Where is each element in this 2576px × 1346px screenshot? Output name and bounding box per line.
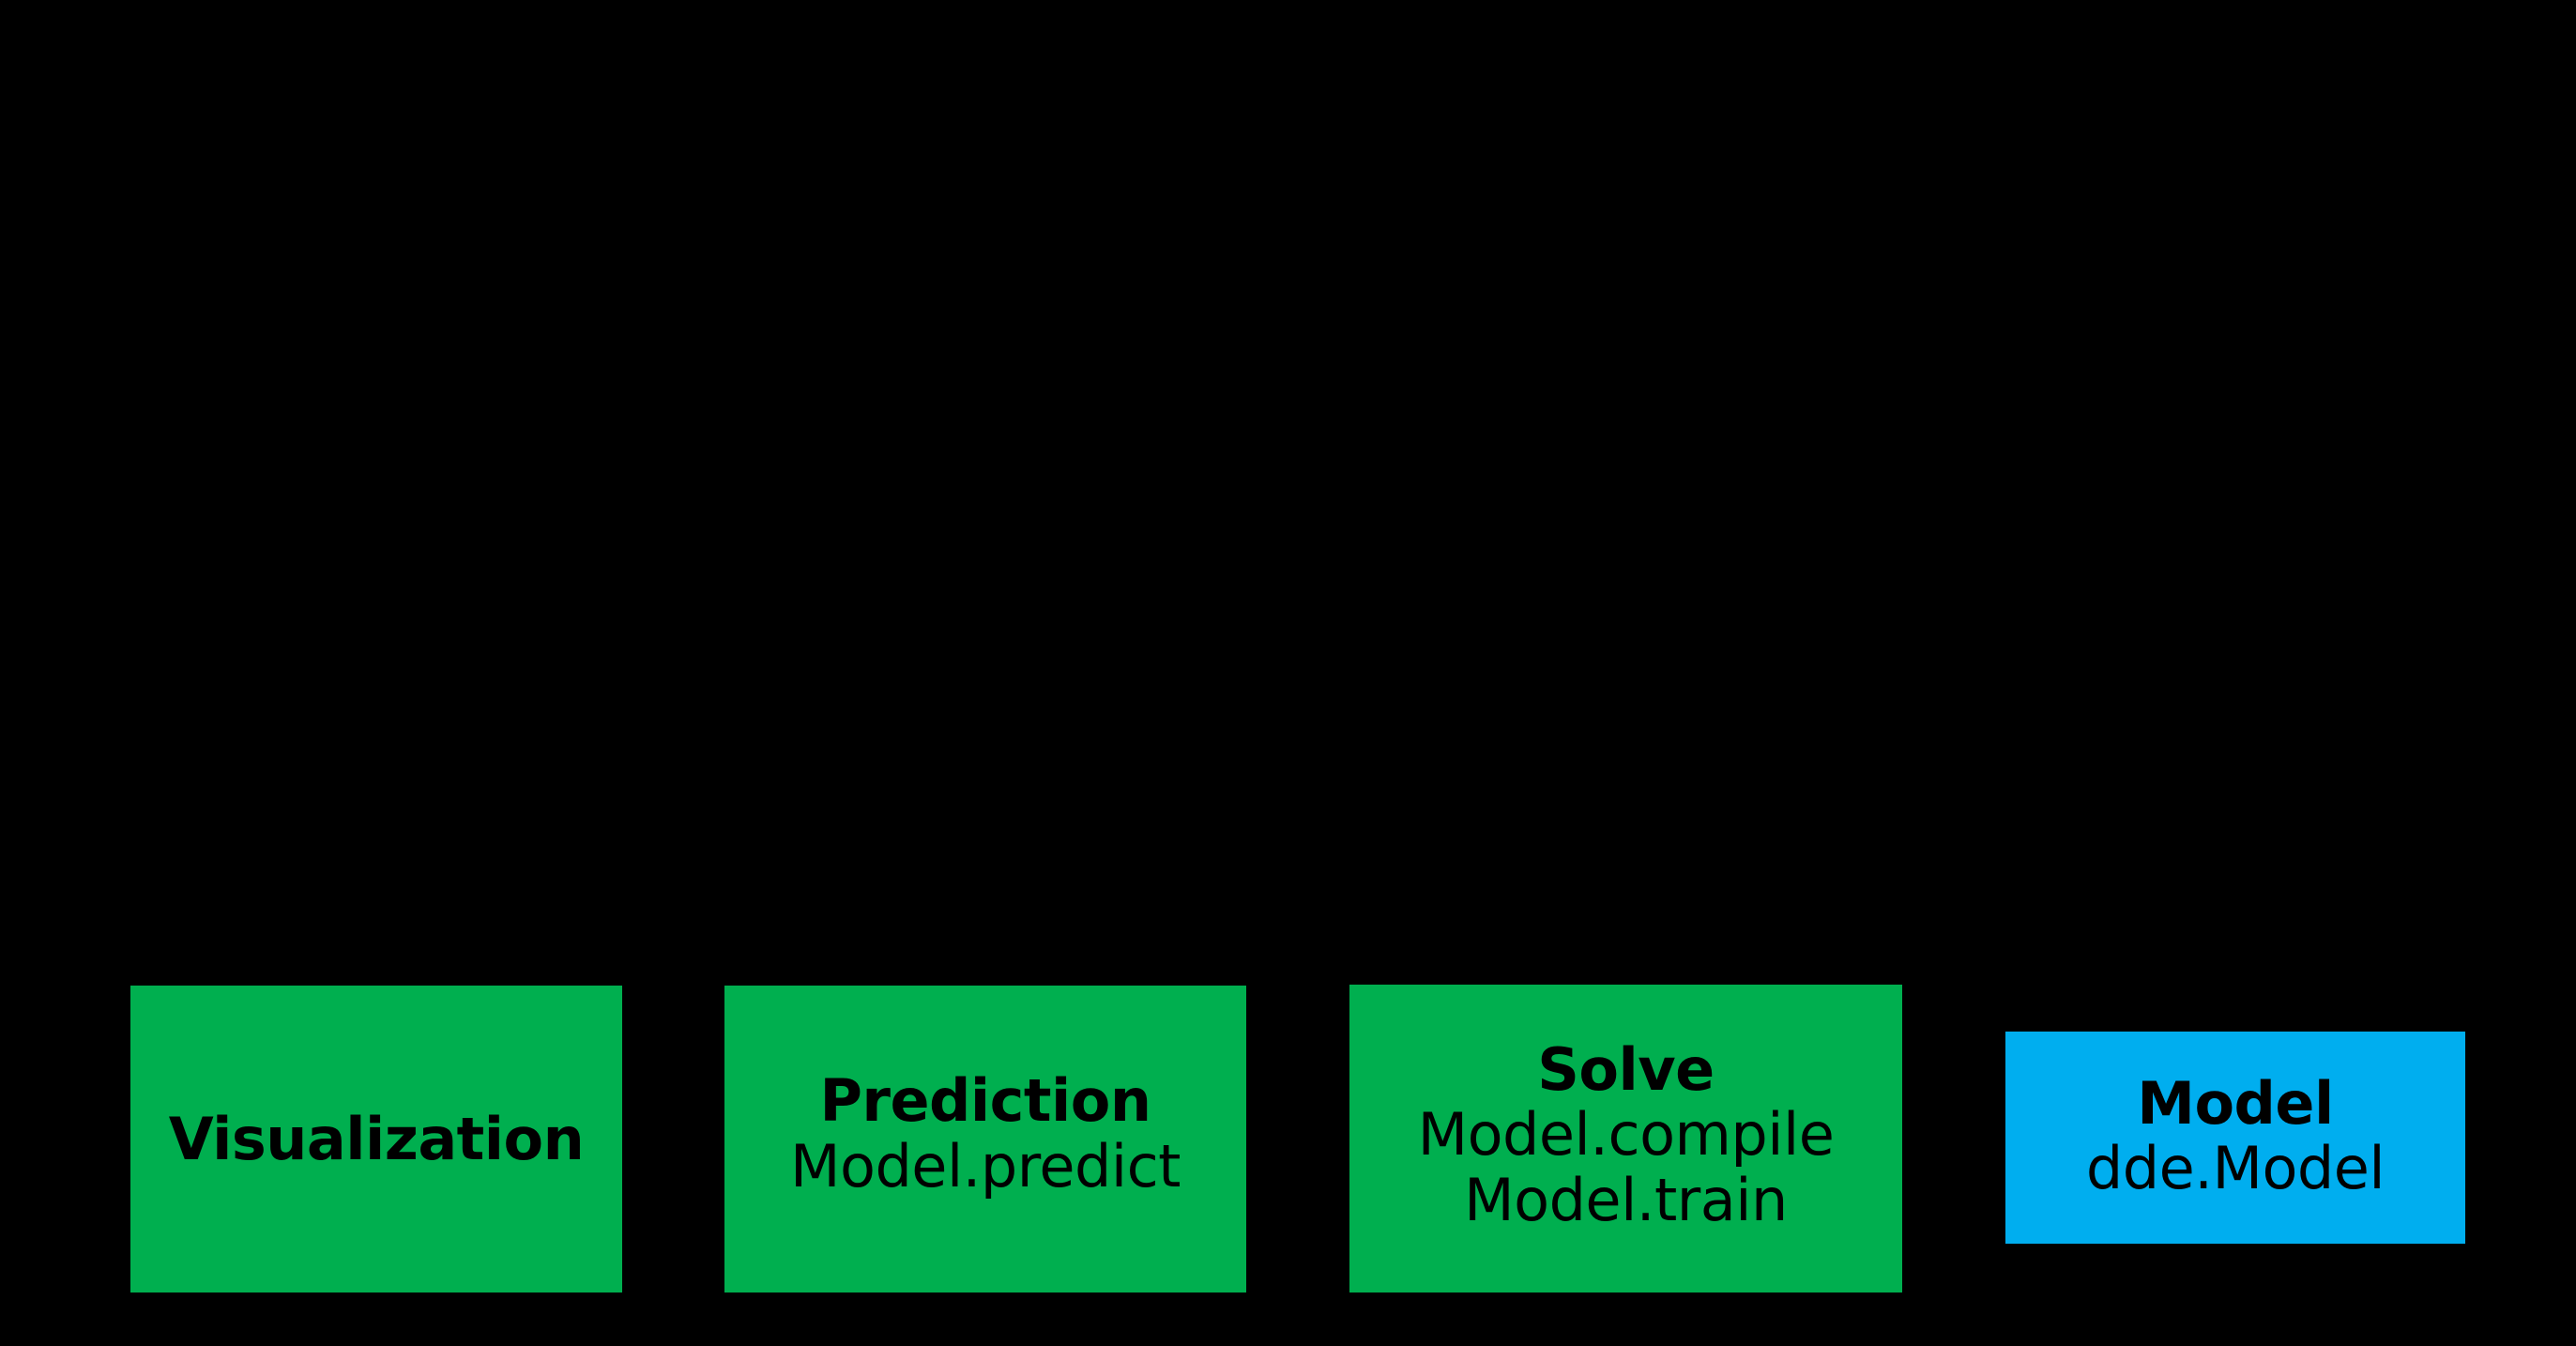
node-visualization-title: Visualization [168,1104,585,1173]
node-solve-api-compile: Model.compile [1417,1100,1835,1170]
node-model[interactable]: Model dde.Model [2005,1032,2465,1244]
node-visualization-text: Visualization [168,1104,585,1173]
node-solve-title: Solve [1537,1034,1715,1104]
node-solve-text: Solve Model.compile Model.train [1417,1034,1835,1234]
node-prediction[interactable]: Prediction Model.predict [724,986,1246,1292]
node-solve-api-train: Model.train [1464,1165,1788,1234]
node-solve[interactable]: Solve Model.compile Model.train [1349,985,1902,1292]
node-model-title: Model [2137,1068,2334,1138]
node-prediction-api: Model.predict [790,1131,1181,1201]
node-prediction-title: Prediction [819,1066,1151,1136]
node-visualization[interactable]: Visualization [130,986,622,1292]
node-model-text: Model dde.Model [2085,1068,2385,1202]
node-model-api: dde.Model [2085,1134,2385,1202]
node-prediction-text: Prediction Model.predict [790,1068,1181,1199]
